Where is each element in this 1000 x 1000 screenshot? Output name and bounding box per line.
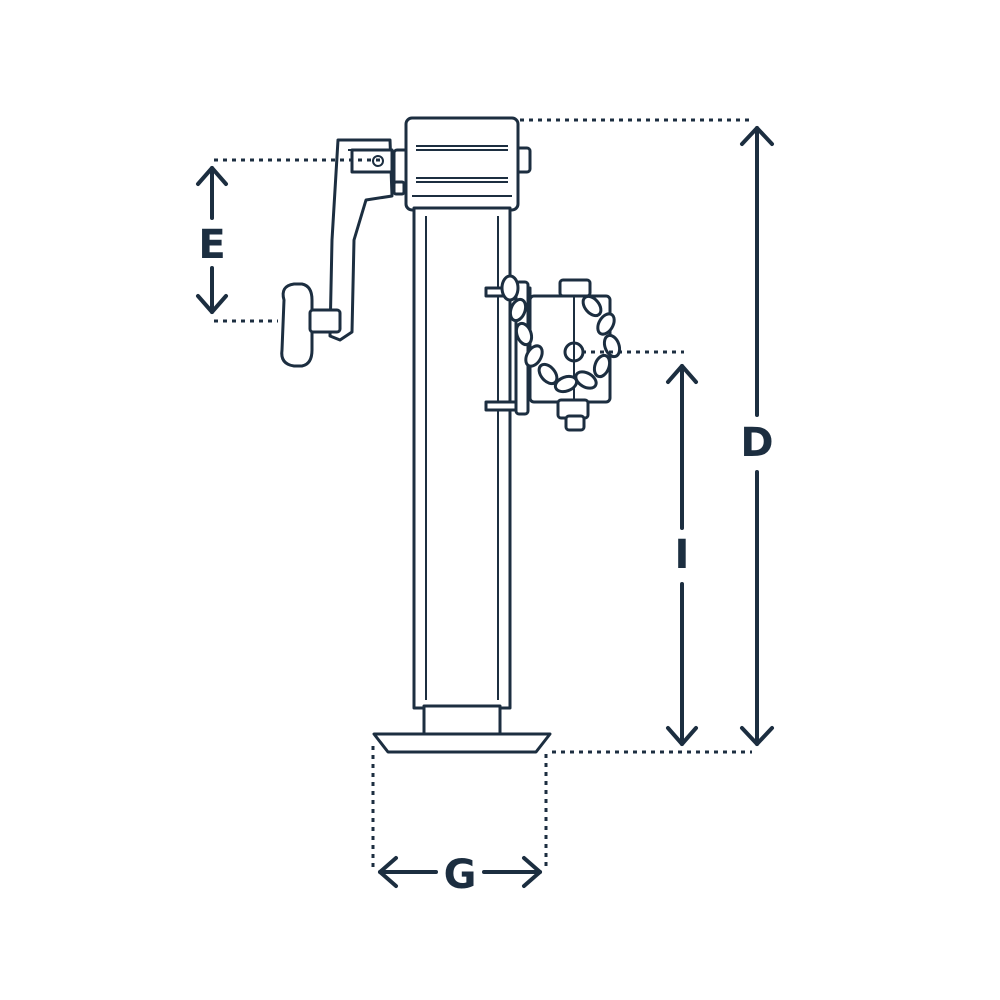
dimension-i-arrow-top bbox=[666, 364, 698, 384]
dimension-e-label: E bbox=[198, 222, 225, 268]
dimension-e-arrow-top bbox=[196, 166, 228, 186]
dimension-g: G bbox=[371, 746, 548, 898]
gearbox-head bbox=[392, 116, 532, 212]
dimension-g-arrow-left bbox=[378, 856, 398, 888]
dimension-d-label: D bbox=[740, 420, 773, 466]
dimension-g-label: G bbox=[444, 852, 477, 898]
foot-plate bbox=[372, 732, 552, 754]
crank-handle bbox=[280, 138, 394, 368]
dimension-e: E bbox=[196, 158, 382, 323]
dimension-d-arrow-bottom bbox=[740, 726, 774, 746]
dimension-d-arrow-top bbox=[740, 126, 774, 146]
dimension-i-arrow-bottom bbox=[666, 726, 698, 746]
inner-leg bbox=[422, 704, 502, 736]
dimension-d: D bbox=[520, 118, 774, 754]
jack-illustration bbox=[280, 116, 622, 754]
dimension-g-arrow-right bbox=[522, 856, 542, 888]
outer-tube bbox=[412, 206, 512, 710]
dimension-e-arrow-bottom bbox=[196, 294, 228, 314]
dimension-i-label: I bbox=[675, 532, 690, 578]
safety-chain bbox=[500, 274, 622, 394]
dimension-i: I bbox=[582, 350, 698, 746]
